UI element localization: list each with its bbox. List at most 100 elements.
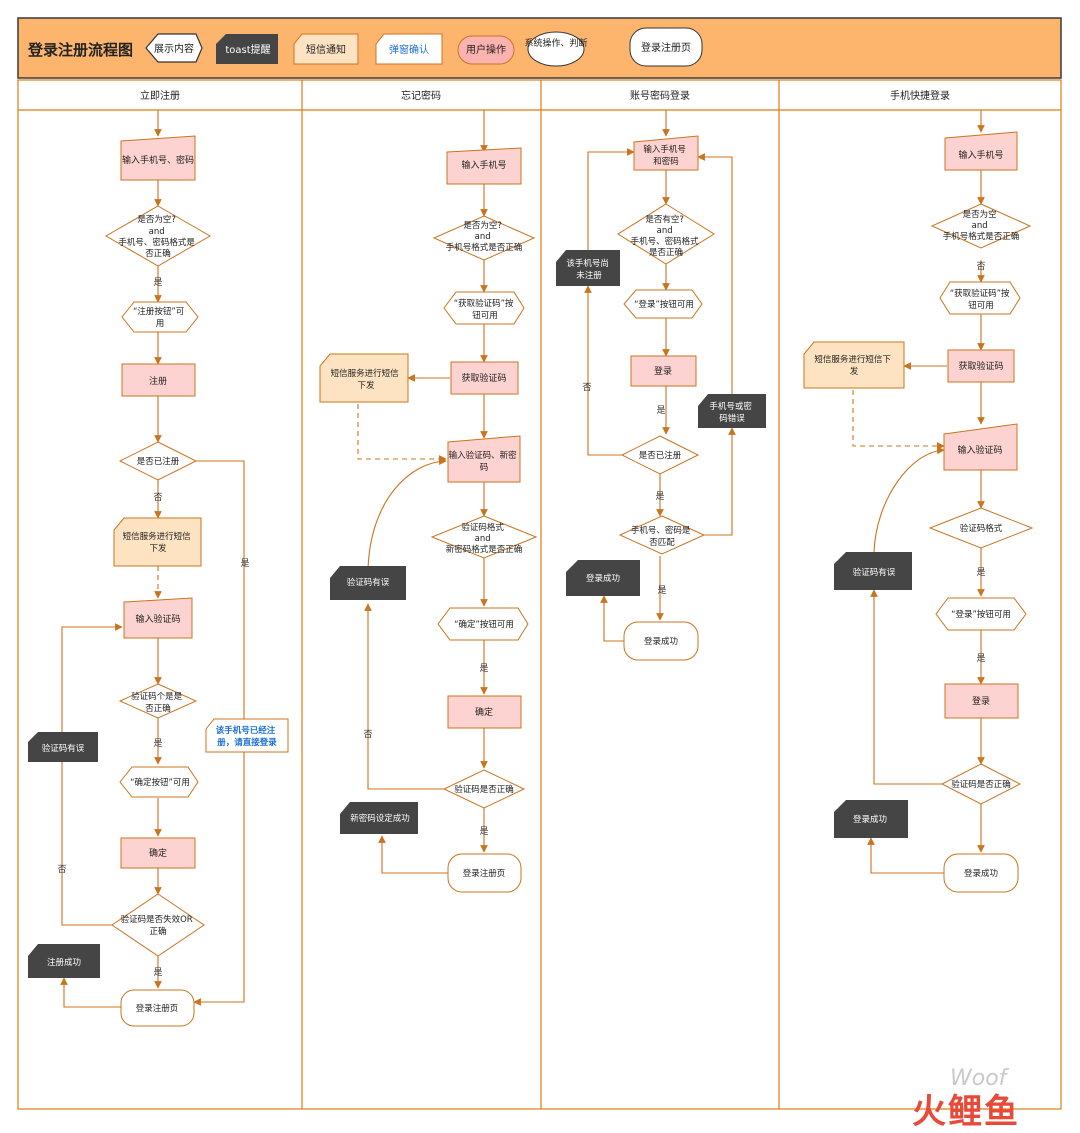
forgot-confirm-label: 确定	[475, 706, 493, 718]
register-input-label: 输入手机号、密码	[122, 154, 194, 166]
lane-title-register: 立即注册	[140, 89, 180, 102]
forgot-format-check-node	[430, 515, 538, 559]
account-yes-label-1: 是	[656, 405, 665, 416]
quick-get-code-btn-node	[939, 281, 1021, 315]
legend: 展示内容 toast提醒 短信通知 弹窗确认 用户操作 系统操作、判断	[145, 31, 588, 67]
account-success-toast	[566, 560, 640, 596]
watermark-woof: Woof	[950, 1066, 1007, 1091]
forgot-get-code-label: 获取验证码	[461, 372, 506, 384]
quick-success-toast-label: 登录成功	[853, 814, 887, 825]
lane-title-forgot: 忘记密码	[401, 89, 441, 102]
forgot-get-code-btn-label: “获取验证码”按 钮可用	[454, 298, 517, 321]
quick-code-error-label: 验证码有误	[853, 567, 896, 578]
legend-toast-label: toast提醒	[225, 44, 270, 56]
quick-code-format-node	[928, 507, 1034, 549]
account-success-node	[623, 621, 699, 661]
account-registered-q-node	[620, 435, 700, 475]
register-check-node	[104, 205, 212, 267]
forgot-sms-label: 短信服务进行短信 下发	[331, 368, 402, 391]
register-registered-q-node	[118, 441, 198, 481]
quick-input-code-label: 输入验证码	[957, 444, 1002, 456]
legend-sms-label: 短信通知	[306, 43, 346, 56]
account-wrong-pwd-toast	[698, 394, 766, 428]
register-check-label: 是否为空? and 手机号、密码格式是 否正确	[118, 214, 197, 259]
register-confirm-avail-node	[119, 766, 199, 798]
legend-system-shape	[527, 31, 585, 67]
register-no-label-1: 否	[153, 492, 162, 503]
account-check-node	[617, 203, 715, 265]
legend-popup-label: 弹窗确认	[389, 43, 429, 56]
forgot-input-code-label: 输入验证码、新密 码	[449, 450, 520, 473]
account-not-registered-toast	[556, 250, 620, 286]
forgot-login-page-label: 登录注册页	[463, 868, 506, 879]
register-action-node	[121, 363, 196, 397]
account-success-label: 登录成功	[644, 636, 678, 647]
forgot-input-label: 输入手机号	[461, 159, 506, 171]
quick-login-btn-label: “登录”按钮可用	[951, 609, 1011, 620]
register-input-node	[120, 135, 196, 181]
forgot-yes-label-1: 是	[479, 663, 488, 674]
register-no-label-2: 否	[57, 864, 66, 875]
quick-success-node	[943, 853, 1019, 893]
register-popup-label: 该手机号已经注 册，请直接登录	[216, 725, 278, 748]
quick-get-code-node	[947, 349, 1015, 383]
account-input-label: 输入手机号 和密码	[643, 144, 688, 167]
quick-get-code-btn-label: “获取验证码”按 钮可用	[950, 288, 1013, 311]
register-confirm-avail-label: “确定按钮”可用	[130, 777, 190, 788]
quick-sms-label: 短信服务进行短信下 发	[814, 354, 893, 377]
register-yes-label-2: 是	[153, 738, 162, 749]
register-code-error-toast	[28, 732, 98, 762]
account-registered-q-label: 是否已注册	[639, 450, 682, 461]
quick-sms-node	[803, 341, 905, 389]
account-login-label: 登录	[654, 366, 672, 377]
quick-get-code-label: 获取验证码	[958, 360, 1003, 372]
quick-no-label: 否	[976, 261, 985, 272]
legend-popup-shape	[375, 33, 443, 65]
account-login-btn-label: “登录”按钮可用	[634, 299, 694, 310]
quick-input-code-node	[943, 423, 1018, 471]
account-login-node	[630, 355, 697, 387]
register-login-page-node	[120, 989, 195, 1027]
forgot-check-node	[432, 215, 536, 261]
legend-sms-shape	[293, 33, 359, 65]
register-btn-avail-node	[121, 301, 199, 333]
register-yes-label-3: 是	[153, 967, 162, 978]
legend-display-shape	[145, 33, 203, 63]
account-match-q-node	[618, 515, 706, 555]
start-page-label: 登录注册页	[641, 41, 691, 54]
forgot-confirm-avail-node	[437, 607, 529, 641]
quick-code-format-label: 验证码格式	[960, 523, 1003, 534]
forgot-login-page-node	[447, 853, 522, 893]
quick-code-error-toast	[834, 552, 912, 590]
register-popup-node	[205, 718, 289, 753]
register-sms-label: 短信服务进行短信 下发	[123, 531, 194, 554]
quick-input-node	[944, 131, 1018, 171]
legend-display-label: 展示内容	[154, 42, 194, 55]
start-page-node	[629, 27, 703, 67]
forgot-code-error-toast	[330, 566, 406, 600]
register-sms-node	[113, 517, 202, 567]
quick-login-label: 登录	[972, 696, 990, 707]
legend-user-shape	[457, 35, 515, 65]
forgot-code-correct-q-label: 验证码是否正确	[454, 784, 514, 795]
register-code-format-label: 验证码个是是 否正确	[131, 691, 185, 714]
quick-check-label: 是否为空 and 手机号格式是否正确	[943, 209, 1020, 242]
lane-frame	[17, 79, 1062, 1110]
quick-yes-label-1: 是	[976, 567, 985, 578]
quick-success-toast	[834, 800, 908, 838]
register-input-code-node	[123, 597, 193, 639]
quick-yes-label-2: 是	[976, 653, 985, 664]
quick-input-label: 输入手机号	[958, 149, 1003, 161]
forgot-input-node	[446, 147, 522, 185]
forgot-code-correct-q-node	[442, 769, 526, 809]
register-input-code-label: 输入验证码	[135, 613, 180, 625]
legend-system-label: 系统操作、判断	[524, 37, 587, 49]
quick-code-correct-q-node	[940, 763, 1022, 805]
forgot-confirm-avail-label: “确定”按钮可用	[454, 619, 514, 630]
account-match-q-label: 手机号、密码是 否匹配	[631, 525, 693, 548]
quick-success-label: 登录成功	[964, 868, 998, 879]
forgot-confirm-node	[447, 695, 522, 729]
account-wrong-pwd-label: 手机号或密 码错误	[709, 401, 754, 424]
account-login-btn-node	[623, 289, 703, 319]
